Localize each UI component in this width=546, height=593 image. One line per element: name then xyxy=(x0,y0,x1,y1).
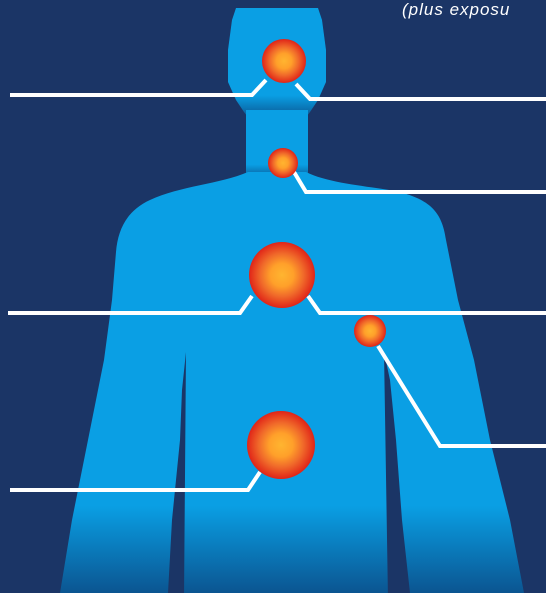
leader-line-head-left xyxy=(10,80,266,95)
leader-line-head-right xyxy=(296,84,546,99)
hotspot-chest xyxy=(249,242,315,308)
hotspot-abdomen xyxy=(247,411,315,479)
torso-shape xyxy=(60,172,524,593)
hotspot-left-breast xyxy=(354,315,386,347)
hotspot-head xyxy=(262,39,306,83)
hotspot-throat xyxy=(268,148,298,178)
